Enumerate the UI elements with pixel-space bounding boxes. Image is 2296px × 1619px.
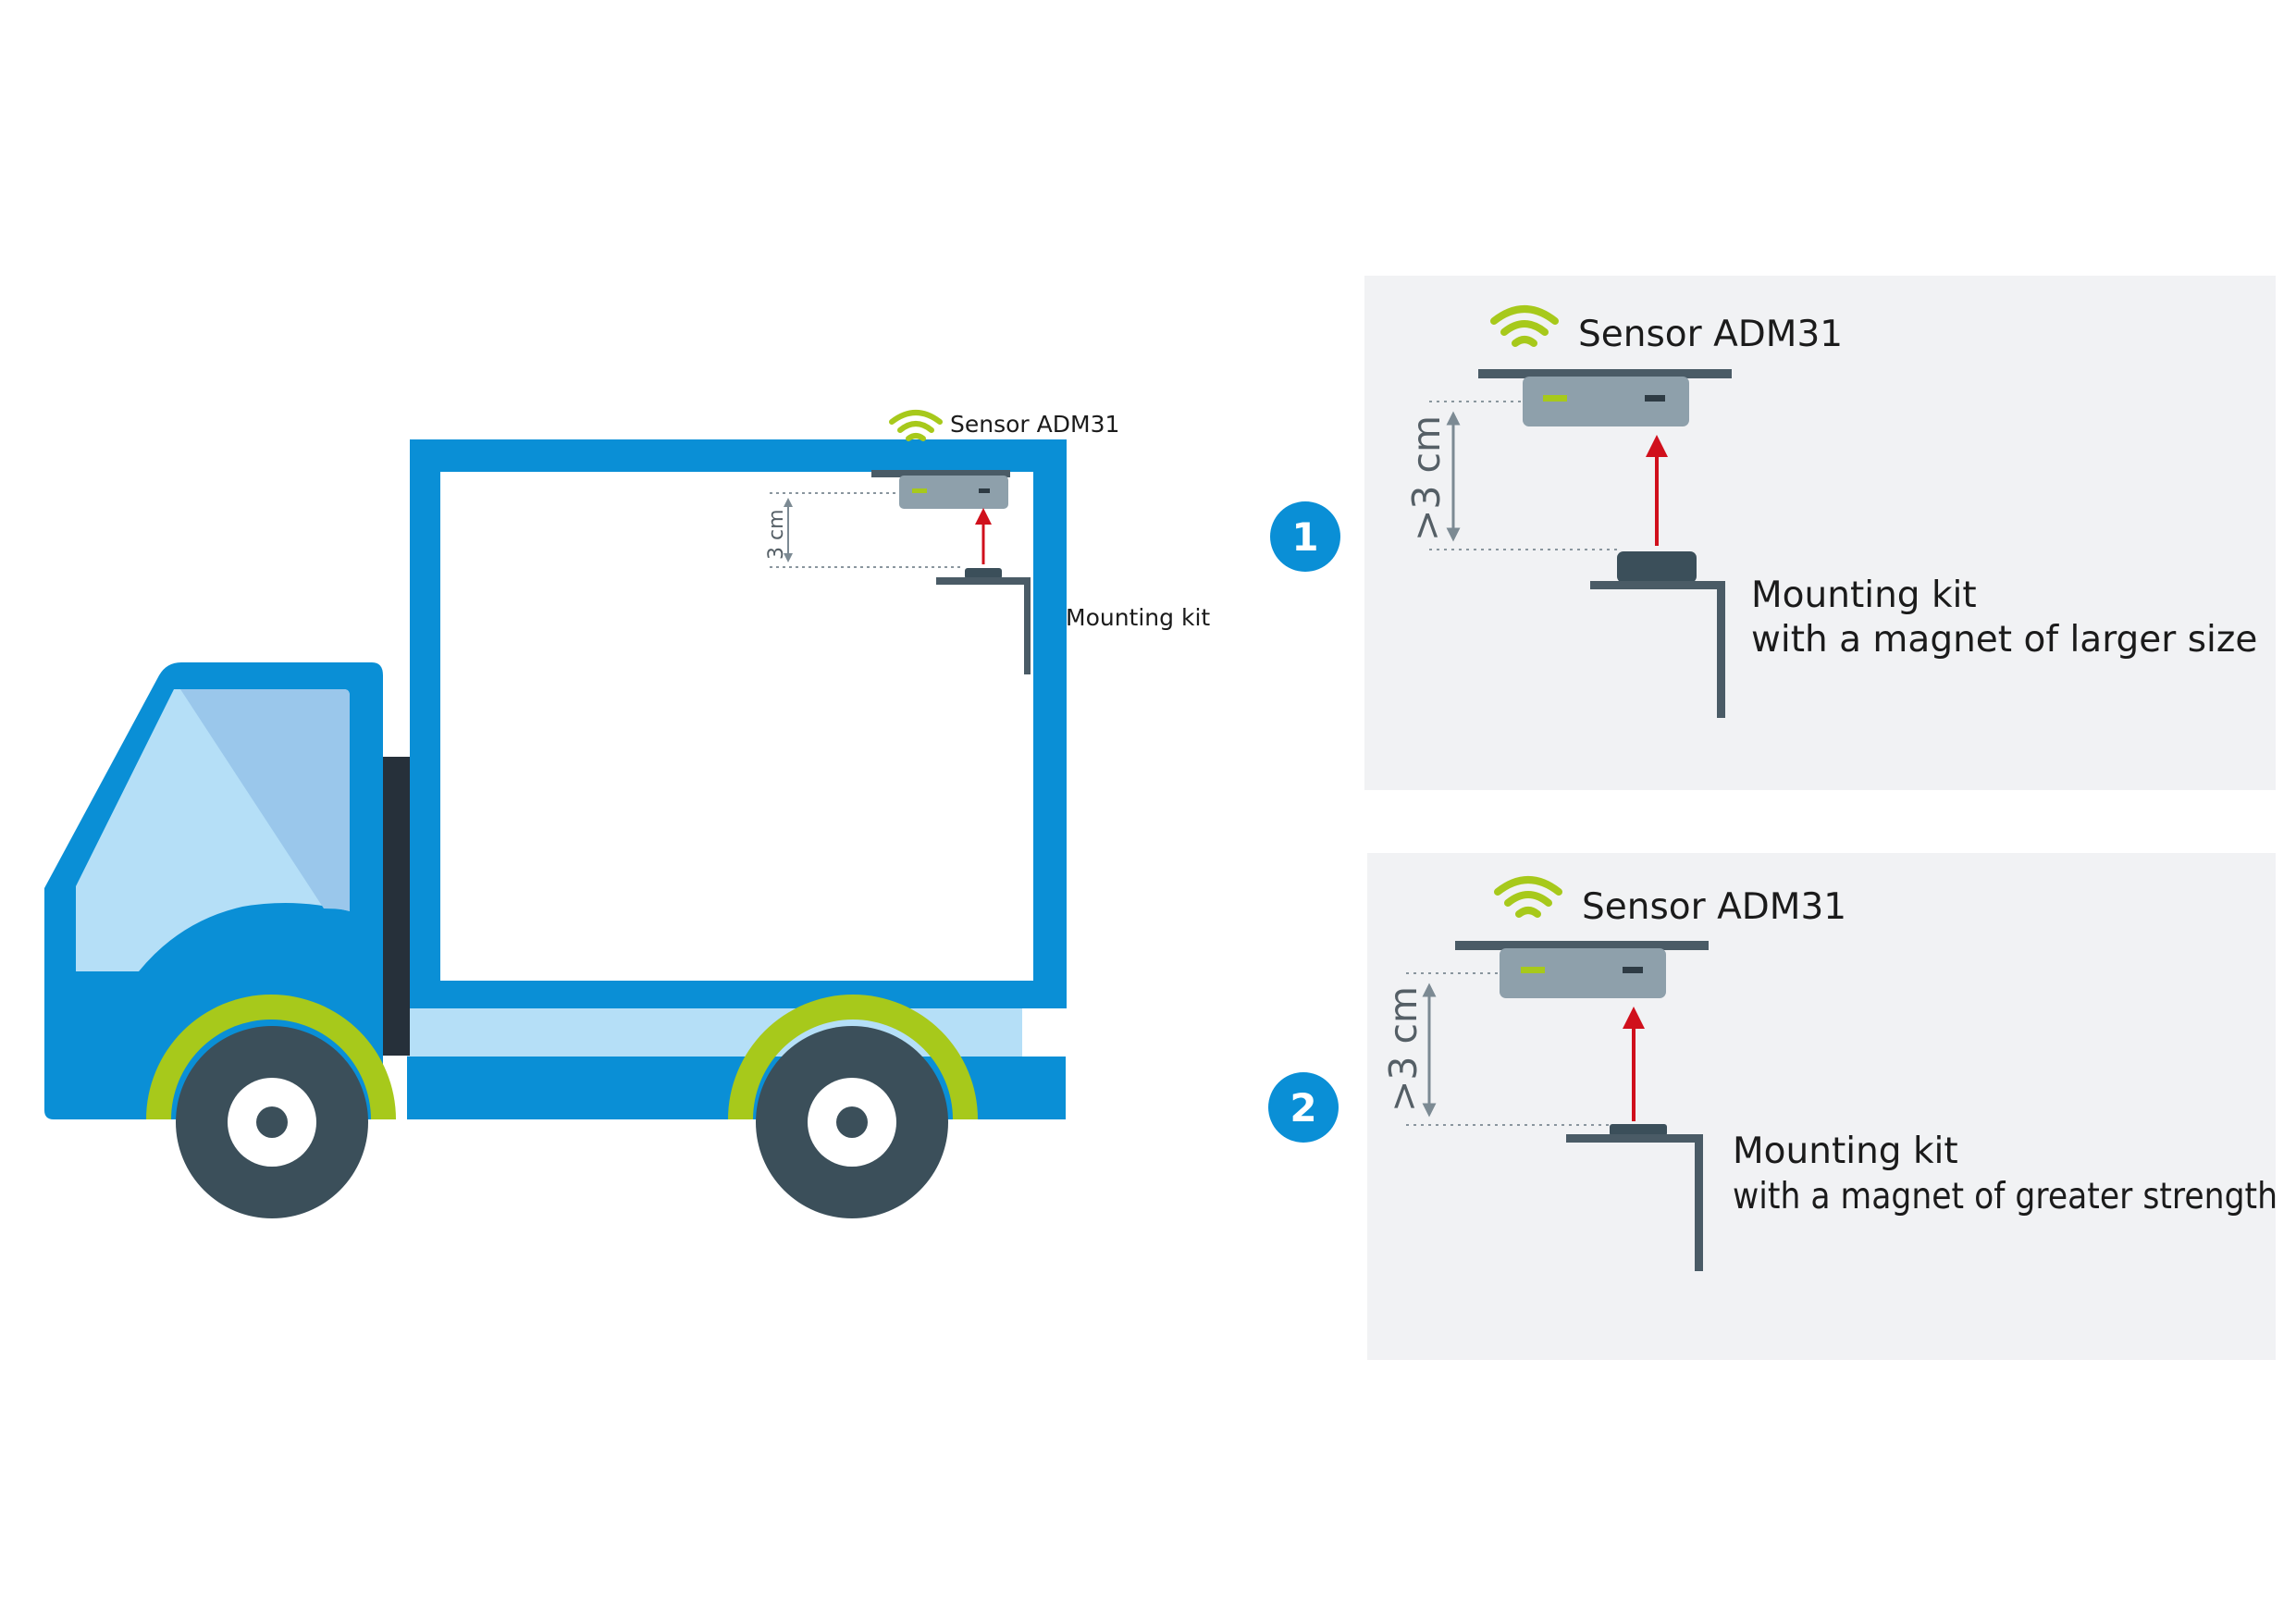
- panel-1-sensor-label: Sensor ADM31: [1578, 314, 1843, 355]
- truck-mounting-kit: [936, 568, 1031, 674]
- badge-2-number: 2: [1290, 1085, 1316, 1131]
- truck-illustration: Sensor ADM31 3 cm Mounting kit: [44, 410, 1210, 1218]
- badge-2: 2: [1268, 1072, 1339, 1143]
- rear-wheel: [756, 1026, 948, 1218]
- panel-2-distance-label: >3 cm: [1381, 986, 1426, 1112]
- panel-2: Sensor ADM31 >3 cm Mounting kit with a m…: [1268, 853, 2277, 1360]
- wifi-icon: [889, 410, 943, 441]
- panel-1-mount-line2: with a magnet of larger size: [1751, 619, 2257, 661]
- front-fender: [146, 995, 396, 1119]
- panel-2-mount-line1: Mounting kit: [1733, 1131, 1958, 1172]
- front-wheel: [176, 1026, 368, 1218]
- cab-gap: [382, 757, 410, 1056]
- panel-2-bg: [1367, 853, 2276, 1360]
- panel-1: Sensor ADM31 >3 cm Mounting kit with a m…: [1270, 276, 2276, 790]
- window-reflection: [180, 689, 350, 911]
- panel-2-mounting-kit: [1566, 1124, 1703, 1271]
- truck-distance-label: 3 cm: [765, 509, 788, 560]
- badge-1-number: 1: [1291, 514, 1318, 560]
- panel-2-sensor: [1455, 941, 1709, 998]
- truck-sensor: [871, 470, 1010, 509]
- panel-1-sensor: [1478, 369, 1732, 426]
- panel-1-mount-line1: Mounting kit: [1751, 575, 1977, 616]
- truck-sensor-label: Sensor ADM31: [950, 411, 1119, 438]
- panel-1-distance-label: >3 cm: [1404, 415, 1449, 541]
- rear-fender: [728, 995, 978, 1119]
- truck-mount-label: Mounting kit: [1066, 604, 1210, 631]
- cargo-box-interior: [440, 472, 1033, 981]
- panel-2-mount-line2: with a magnet of greater strength: [1733, 1176, 2277, 1217]
- badge-1: 1: [1270, 501, 1340, 572]
- panel-1-bg: [1364, 276, 2276, 790]
- panel-2-sensor-label: Sensor ADM31: [1582, 886, 1846, 928]
- wifi-icon: [1490, 305, 1559, 347]
- wifi-icon: [1494, 876, 1562, 918]
- panel-1-mounting-kit: [1590, 551, 1725, 718]
